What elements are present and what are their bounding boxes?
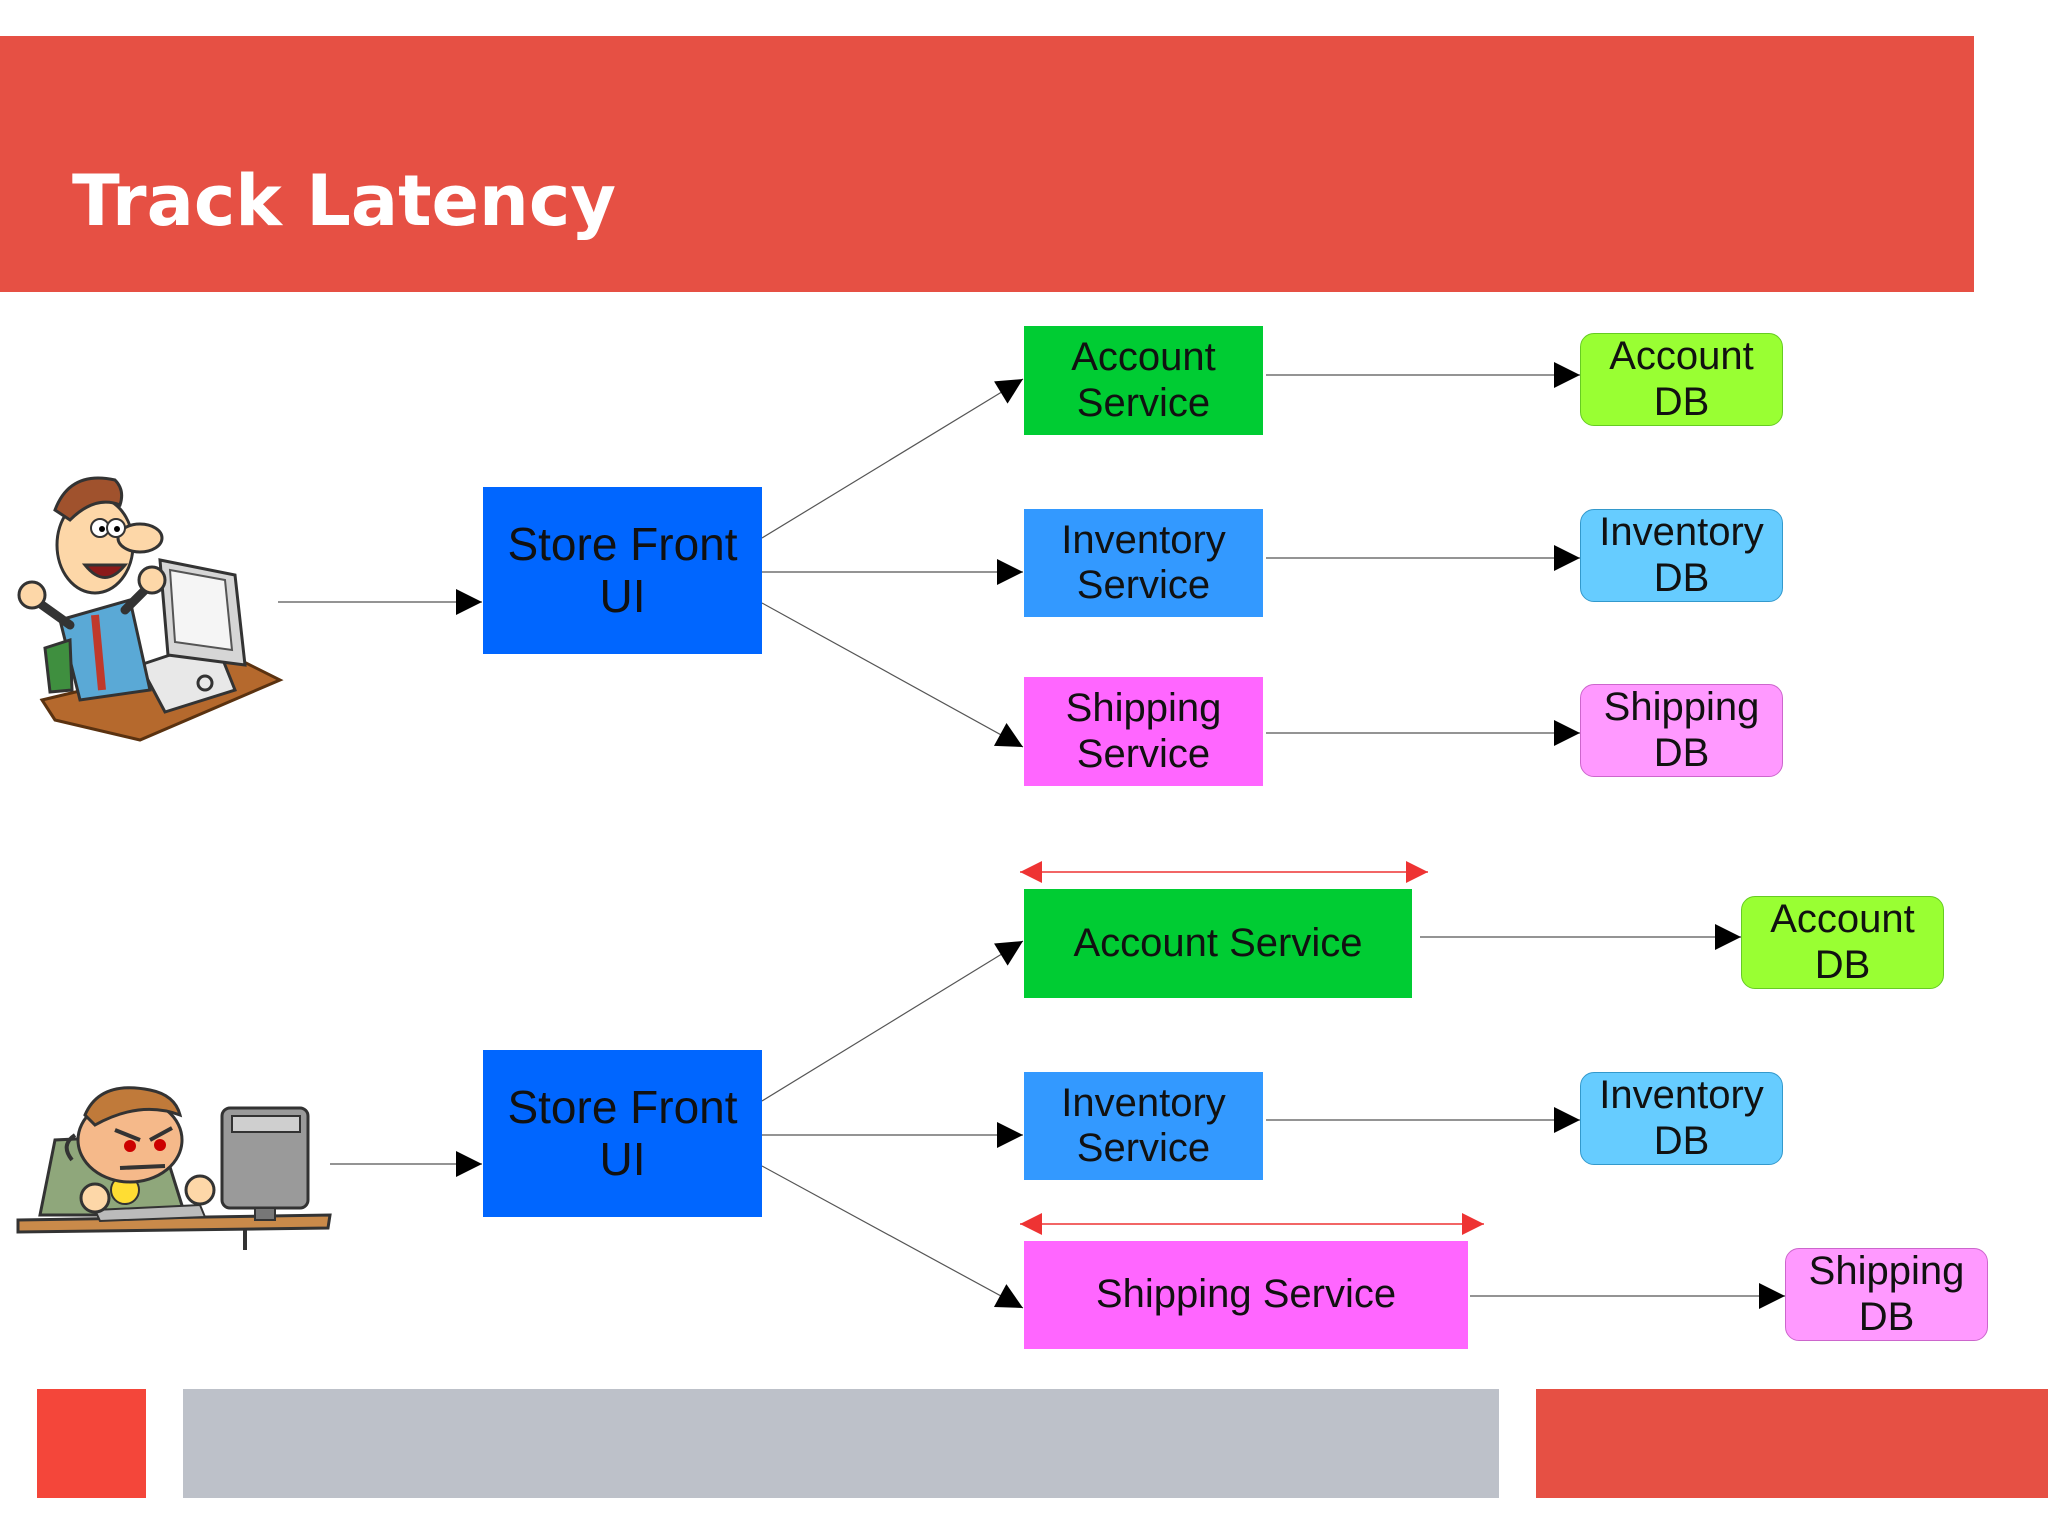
arrow-storefront-to-account-top	[761, 378, 1024, 539]
arrow-storefront-to-account-bottom	[761, 940, 1024, 1102]
shipping-db-bottom: Shipping DB	[1785, 1248, 1988, 1341]
inventory-db-top: Inventory DB	[1580, 509, 1783, 602]
arrow-storefront-to-shipping-top	[761, 602, 1024, 748]
header-banner	[0, 36, 1974, 292]
account-service-top: Account Service	[1024, 326, 1263, 435]
store-front-ui-top: Store Front UI	[483, 487, 762, 654]
page-title: Track Latency	[72, 160, 616, 242]
shipping-service-top: Shipping Service	[1024, 677, 1263, 786]
account-db-bottom: Account DB	[1741, 896, 1944, 989]
footer-bar	[183, 1389, 1499, 1498]
shipping-db-top: Shipping DB	[1580, 684, 1783, 777]
inventory-service-top: Inventory Service	[1024, 509, 1263, 617]
account-service-bottom: Account Service	[1024, 889, 1412, 998]
footer-accent	[1536, 1389, 2048, 1498]
inventory-db-bottom: Inventory DB	[1580, 1072, 1783, 1165]
store-front-ui-bottom: Store Front UI	[483, 1050, 762, 1217]
arrow-storefront-to-shipping-bottom	[761, 1165, 1024, 1309]
shipping-service-bottom: Shipping Service	[1024, 1241, 1468, 1349]
happy-user-icon	[17, 476, 284, 742]
frustrated-user-icon	[16, 1086, 332, 1250]
footer-square	[37, 1389, 146, 1498]
inventory-service-bottom: Inventory Service	[1024, 1072, 1263, 1180]
account-db-top: Account DB	[1580, 333, 1783, 426]
